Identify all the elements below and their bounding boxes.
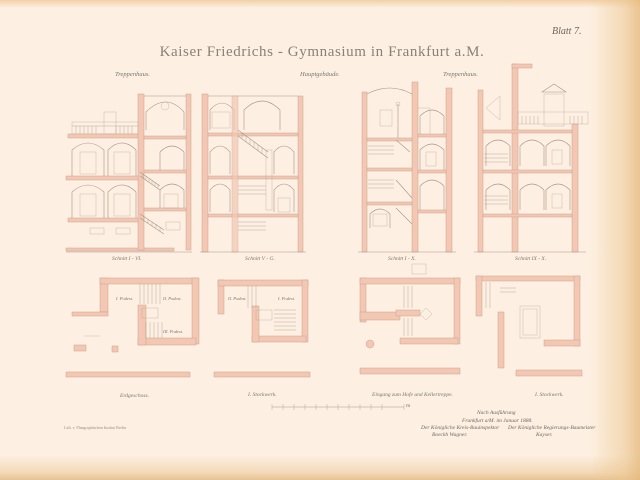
section-drawing-3 — [358, 81, 456, 253]
room-label: III. Podest. — [163, 329, 184, 334]
floor-plan-1 — [65, 277, 200, 378]
room-label: II. Podest. — [228, 296, 247, 301]
section-label-3: Schnitt I - X. — [388, 256, 416, 262]
plan-caption-2: I. Stockwerk. — [248, 392, 277, 398]
section-label-2: Schnitt V - G. — [245, 256, 275, 262]
room-label: I. Podest. — [278, 296, 296, 301]
floor-plan-3 — [359, 263, 461, 375]
room-label: II. Podest. — [163, 296, 182, 301]
section-label-1: Schnitt I - VI. — [112, 256, 142, 262]
signature-right-name: Kayser. — [536, 432, 553, 438]
section-label-4: Schnitt IX - X. — [515, 256, 547, 262]
section-drawing-1 — [65, 93, 192, 253]
signature-left-office: Der Königliche Kreis-Bauinspektor — [421, 425, 500, 431]
plan-caption-4: I. Stockwerk. — [535, 392, 564, 398]
room-label: I. Podest. — [116, 296, 134, 301]
signature-left-name: Boeckh Wagner. — [432, 432, 468, 438]
scale-unit: m — [406, 403, 411, 409]
section-drawing-4 — [474, 63, 589, 253]
printer-note: Lith. v. Plangraphischen Institut Berlin — [64, 425, 127, 430]
signature-right-office: Der Königliche Regierungs-Baumeister — [508, 425, 596, 431]
scale-bar — [271, 404, 405, 410]
section-header-left: Treppenhaus. — [115, 71, 150, 78]
floor-plan-2 — [213, 279, 311, 378]
signature-line-2: Frankfurt a/M. im Januar 1888. — [462, 418, 533, 424]
section-drawing-2 — [200, 93, 306, 253]
plan-caption-1: Erdgeschoss. — [120, 393, 149, 399]
section-header-right: Treppenhaus. — [443, 71, 478, 78]
section-header-center: Hauptgebäude. — [300, 71, 340, 78]
sheet-title: Kaiser Friedrichs - Gymnasium in Frankfu… — [159, 44, 485, 60]
signature-line-1: Nach Ausführung — [477, 410, 516, 416]
sheet-number: Blatt 7. — [552, 26, 582, 37]
floor-plan-4 — [475, 275, 583, 377]
plan-caption-3: Eingang zum Hofe und Kellertreppe. — [372, 392, 453, 398]
